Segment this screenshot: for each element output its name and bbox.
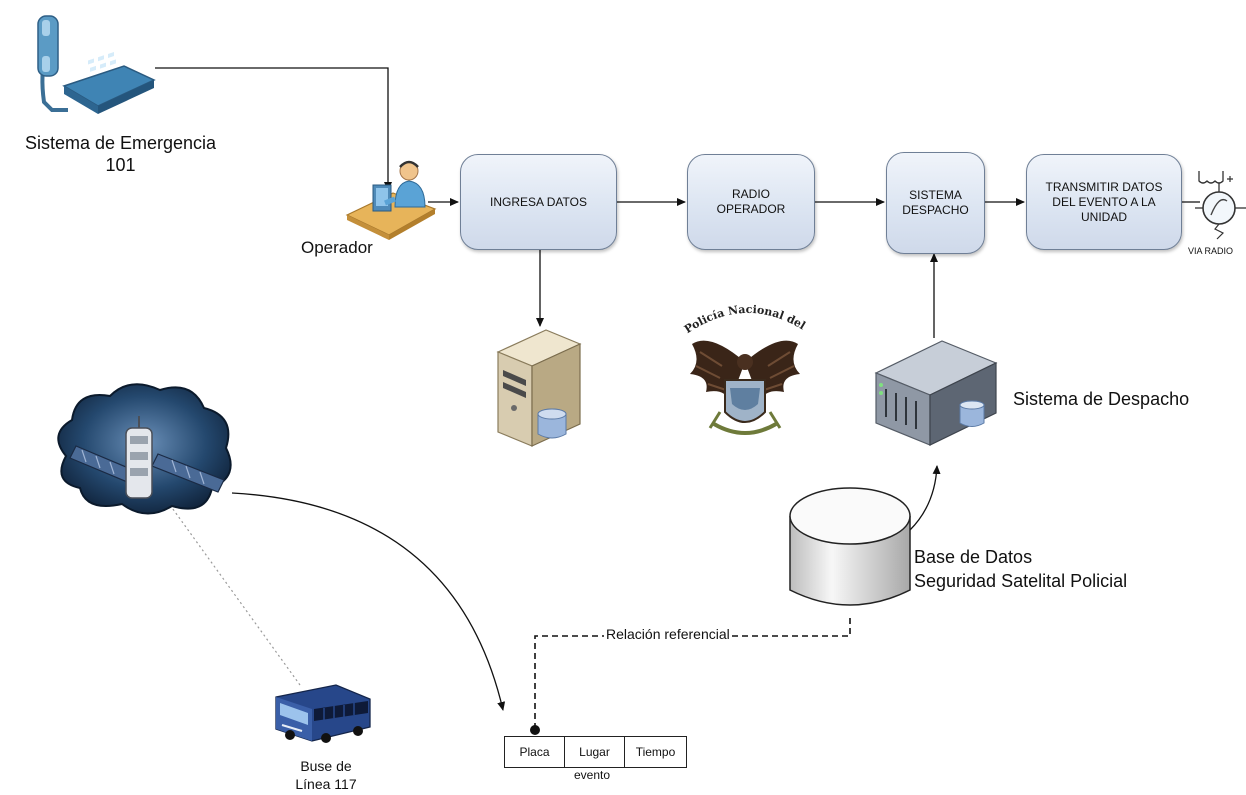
dispatch-server-icon	[874, 340, 998, 446]
phone-to-operator-line	[155, 67, 392, 191]
process-box-transmitir: TRANSMITIR DATOS DEL EVENTO A LA UNIDAD	[1026, 154, 1182, 250]
operator-label: Operador	[301, 238, 373, 257]
database-label: Base de Datos Seguridad Satelital Polici…	[914, 547, 1128, 591]
satellite-cloud-icon	[57, 383, 232, 515]
record-field-placa: Placa	[504, 736, 565, 768]
process-box-radio-operador: RADIO OPERADOR	[687, 154, 815, 250]
satellite-to-record-arrow	[231, 492, 506, 711]
satellite-to-bus-dotted-line	[169, 504, 301, 686]
bus-label: Buse de Línea 117	[295, 758, 357, 792]
relation-endpoint-dot	[530, 725, 540, 735]
process-box-ingresa-datos: INGRESA DATOS	[460, 154, 617, 250]
record-field-tiempo: Tiempo	[624, 736, 687, 768]
record-field-lugar: Lugar	[564, 736, 625, 768]
dispatch-system-label: Sistema de Despacho	[1013, 389, 1190, 409]
event-label: evento	[574, 768, 611, 782]
telephone-icon	[37, 15, 156, 114]
database-cylinder-icon	[789, 487, 911, 606]
operator-icon	[345, 160, 437, 240]
radio-antenna-icon	[1195, 171, 1246, 240]
police-emblem-icon: Policía Nacional del Ecuador	[670, 292, 811, 435]
server-icon	[496, 329, 582, 447]
via-radio-label: VIA RADIO	[1188, 246, 1234, 256]
police-emblem-text: Policía Nacional del Ecuador	[670, 292, 811, 336]
database-to-dispatch-arrow	[909, 465, 941, 531]
relation-label: Relación referencial	[604, 626, 732, 642]
bus-icon	[275, 684, 371, 743]
emergency-system-label: Sistema de Emergencia 101	[24, 133, 217, 175]
process-box-sistema-despacho: SISTEMA DESPACHO	[886, 152, 985, 254]
